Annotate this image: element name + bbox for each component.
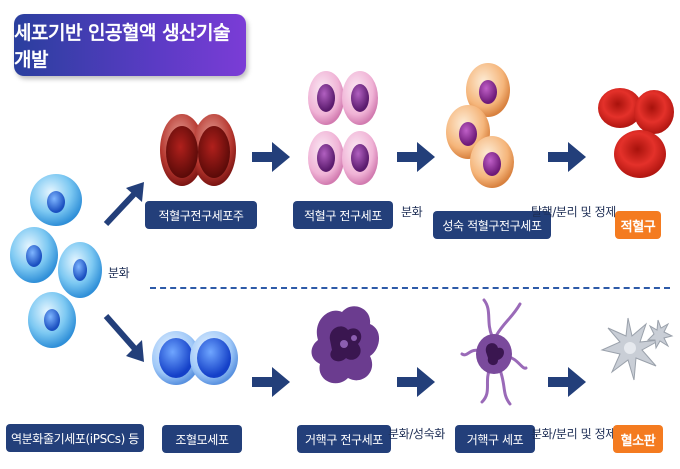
plt-arrow-3 xyxy=(548,367,586,397)
plt-final-label: 혈소판 xyxy=(613,425,663,453)
plt-arrow-1 xyxy=(252,367,290,397)
branch-label: 분화 xyxy=(108,266,130,280)
plt-stage2-label: 거핵구 전구세포 xyxy=(297,425,391,453)
rbc-transition3-label: 탈핵/분리 및 정제 xyxy=(531,205,616,219)
rbc-precursor-illustration xyxy=(308,71,378,185)
red-blood-cells-illustration xyxy=(598,88,674,178)
row-divider xyxy=(150,287,670,289)
rbc-stage2-label: 적혈구 전구세포 xyxy=(293,201,393,229)
rbc-transition2-label: 분화 xyxy=(401,205,423,219)
hsc-illustration xyxy=(152,331,238,385)
plt-transition3-label: 분화/분리 및 정제 xyxy=(531,427,616,441)
stem-cell xyxy=(28,292,76,348)
stem-cell xyxy=(30,174,82,226)
rbc-progenitor-line-illustration xyxy=(160,114,236,186)
megakaryocyte-illustration xyxy=(460,298,528,406)
megakaryocyte-progenitor-illustration xyxy=(311,306,380,384)
page-title: 세포기반 인공혈액 생산기술개발 xyxy=(14,14,246,76)
source-label: 역분화줄기세포(iPSCs) 등 xyxy=(6,424,144,452)
mature-rbc-precursor-illustration xyxy=(446,63,514,188)
plt-stage1-label: 조혈모세포 xyxy=(162,425,242,453)
stem-cell xyxy=(58,242,102,298)
branch-down-arrow xyxy=(103,314,144,362)
platelets-illustration xyxy=(600,317,674,381)
rbc-arrow-2 xyxy=(397,142,435,172)
rbc-arrow-3 xyxy=(548,142,586,172)
stem-cell xyxy=(10,227,58,283)
plt-stage3-label: 거핵구 세포 xyxy=(455,425,535,453)
rbc-stage1-label: 적혈구전구세포주 xyxy=(145,201,257,229)
plt-arrow-2 xyxy=(397,367,435,397)
ipsc-cluster-illustration xyxy=(10,174,102,348)
rbc-stage3-label: 성숙 적혈구전구세포 xyxy=(433,211,551,239)
branch-up-arrow xyxy=(103,182,144,227)
rbc-arrow-1 xyxy=(252,142,290,172)
plt-transition2-label: 분화/성숙화 xyxy=(388,427,445,441)
rbc-final-label: 적혈구 xyxy=(615,211,661,239)
